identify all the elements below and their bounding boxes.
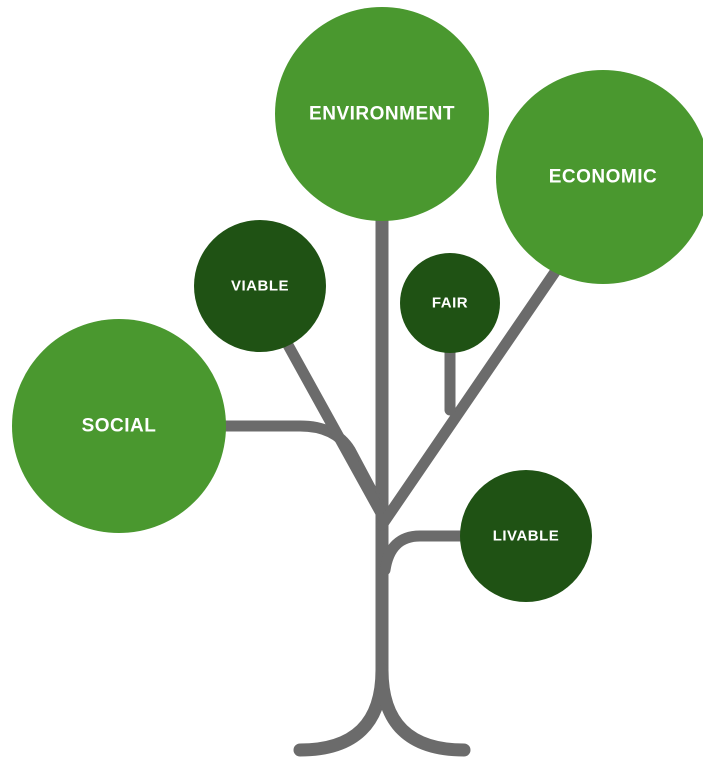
node-viable-circle [194,220,326,352]
node-economic-label: ECONOMIC [549,167,658,188]
node-environment-circle [275,7,489,221]
branch-economic [376,266,561,531]
node-social-circle [12,319,226,533]
node-livable: LIVABLE [460,470,592,602]
node-fair: FAIR [400,253,500,353]
tree-structure [219,213,561,757]
node-viable: VIABLE [194,220,326,352]
node-social: SOCIAL [12,319,226,533]
tree-root-left [293,663,389,757]
node-viable-label: VIABLE [231,278,289,295]
node-environment: ENVIRONMENT [275,7,489,221]
tree-root-right [375,663,471,757]
node-livable-label: LIVABLE [493,528,560,545]
node-livable-circle [460,470,592,602]
node-environment-label: ENVIRONMENT [309,104,455,125]
node-economic: ECONOMIC [496,70,703,284]
branch-livable [379,530,468,576]
node-fair-label: FAIR [432,295,468,312]
node-social-label: SOCIAL [82,416,157,437]
node-fair-circle [400,253,500,353]
node-economic-circle [496,70,703,284]
branch-viable [282,339,388,521]
